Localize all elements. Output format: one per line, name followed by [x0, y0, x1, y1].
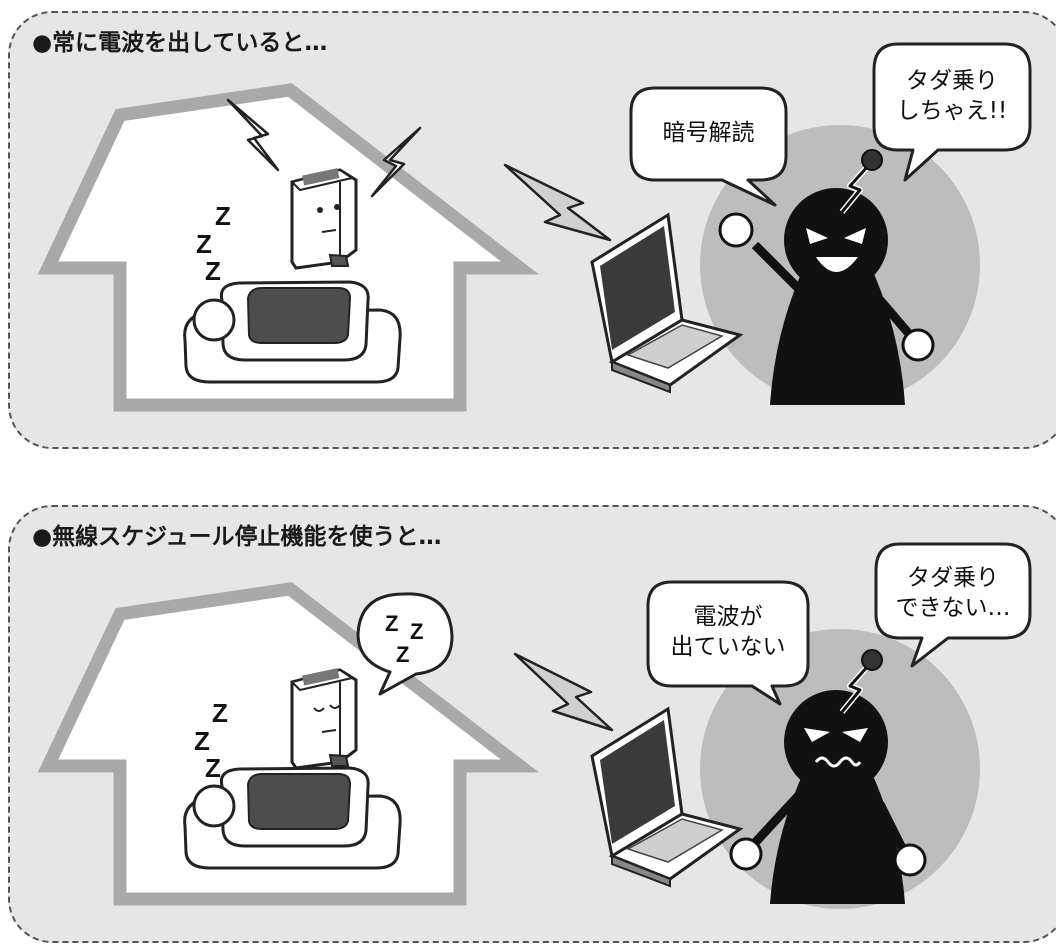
bed-with-sleeper: [183, 766, 402, 870]
bubble-line: できない…: [895, 595, 1011, 621]
bubble-line: タダ乗り: [906, 68, 998, 94]
sleep-z: Z: [205, 256, 221, 286]
speech-bubble-left-text: 暗号解読: [631, 118, 786, 148]
sleeper-head: [192, 784, 236, 828]
laptop: [590, 212, 744, 394]
bubble-line: 暗号解読: [662, 120, 755, 146]
speech-bubble-right-text: タダ乗り しちゃえ!!: [874, 66, 1030, 126]
signal-bolt-icon: [226, 98, 280, 172]
laptop: [590, 706, 744, 888]
router-sleep-bubble: Z Z Z: [356, 592, 454, 696]
sleeper-head: [192, 298, 236, 342]
bed-with-sleeper: [183, 280, 402, 384]
router-sleeping: [290, 668, 358, 770]
router-awake: [290, 168, 358, 270]
panel-title: ●常に電波を出していると…: [32, 30, 328, 56]
speech-bubble-right-text: タダ乗り できない…: [876, 563, 1030, 623]
hacker-figure: [718, 149, 935, 405]
speech-bubble-right: [874, 542, 1032, 668]
sleep-z: Z: [215, 201, 231, 231]
scene-top: Z Z Z: [37, 42, 1032, 412]
speech-bubble-left: [646, 580, 810, 706]
sleep-z: Z: [410, 619, 423, 644]
hacker-hand: [893, 843, 927, 877]
sleep-z: Z: [212, 698, 228, 728]
bubble-line: しちゃえ!!: [896, 98, 1008, 124]
sleep-z: Z: [196, 229, 212, 259]
bubble-line: タダ乗り: [907, 565, 999, 591]
signal-bolt-icon: [370, 126, 422, 198]
speech-bubble-left: [629, 86, 788, 207]
panel-title: ●無線スケジュール停止機能を使うと…: [32, 524, 442, 550]
bubble-line: 出ていない: [670, 634, 786, 660]
hacker-hand: [901, 328, 935, 362]
hacker-hand: [718, 212, 754, 248]
hacker-hand: [729, 837, 763, 871]
sleep-z: Z: [205, 753, 221, 783]
sleep-z: Z: [194, 726, 210, 756]
speech-bubble-left-text: 電波が 出ていない: [648, 602, 808, 662]
speech-bubble-right: [872, 42, 1032, 182]
scene-bottom: Z Z Z Z Z Z: [37, 542, 1032, 909]
signal-bolt-icon: [503, 163, 612, 242]
sleep-z: Z: [396, 642, 409, 667]
hacker-figure: [729, 649, 927, 904]
signal-bolt-icon: [513, 652, 614, 732]
sleep-z: Z: [385, 611, 398, 636]
house-outline: [37, 83, 540, 412]
bubble-line: 電波が: [693, 604, 763, 630]
